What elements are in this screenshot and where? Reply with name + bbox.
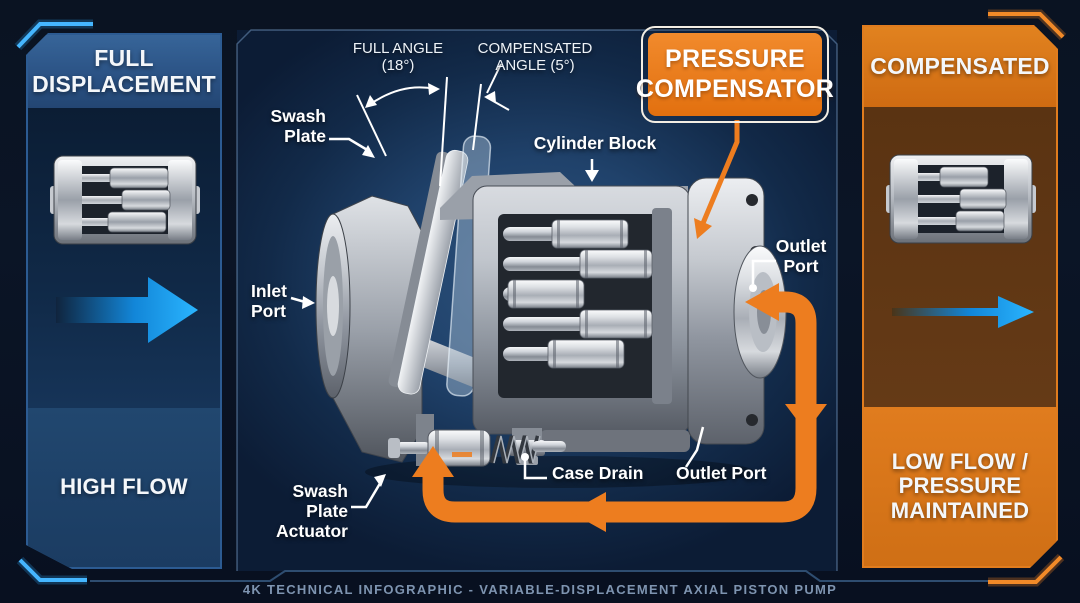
callout-line1: PRESSURE	[665, 45, 805, 73]
case-drain-label: Case Drain	[552, 463, 644, 483]
reference-line	[439, 76, 448, 187]
angle-arc	[368, 86, 436, 106]
center-panel-border	[90, 29, 992, 582]
flow-arrowhead-left	[570, 492, 606, 532]
compensated-footer: LOW FLOW / PRESSURE MAINTAINED	[864, 407, 1056, 566]
swash-plate-label: Swash Plate	[256, 106, 326, 146]
angle-marks	[356, 63, 510, 187]
compensated-angle-line	[472, 83, 482, 151]
callout-line2: COMPENSATOR	[635, 74, 835, 103]
compensated-connector-line	[486, 63, 502, 94]
inlet-port-text-1: Inlet	[251, 281, 287, 301]
full-displacement-header: FULL DISPLACEMENT	[28, 35, 220, 108]
piston-pump-compensated-icon	[886, 149, 1036, 249]
full-displacement-footer: HIGH FLOW	[28, 408, 220, 567]
full-angle-label: FULL ANGLE (18°)	[342, 40, 454, 75]
pressure-flow-path	[412, 283, 827, 532]
high-flow-status: HIGH FLOW	[60, 474, 188, 500]
leader-lines	[290, 137, 776, 509]
case-drain-leader	[523, 459, 547, 480]
inlet-port-text-2: Port	[251, 301, 286, 322]
full-angle-text: FULL ANGLE	[352, 40, 444, 57]
corner-accent-bottom-left	[16, 556, 87, 585]
pump-illustration	[315, 135, 787, 488]
footer-caption: 4K TECHNICAL INFOGRAPHIC - VARIABLE-DISP…	[242, 582, 838, 597]
swash-plate-text-1: Swash	[270, 106, 326, 126]
full-displacement-title: FULL DISPLACEMENT	[32, 44, 216, 97]
compensated-angle-value: ANGLE (5°)	[495, 57, 575, 75]
outlet-side-leader	[751, 259, 776, 284]
swash-plate-text-2: Plate	[284, 126, 326, 147]
compensated-panel: COMPENSATED	[862, 25, 1058, 568]
pressure-compensator-box: PRESSURE COMPENSATOR	[636, 33, 834, 116]
compensator-pointer	[694, 120, 740, 239]
full-displacement-body	[28, 108, 220, 408]
low-flow-arrow-icon	[886, 292, 1036, 332]
actuator-leader	[351, 479, 384, 509]
compensated-angle-label: COMPENSATED ANGLE (5°)	[476, 40, 594, 75]
pressure-compensator-callout: PRESSURE COMPENSATOR	[636, 26, 834, 123]
outlet-port-side-label: Outlet Port	[770, 236, 832, 276]
corner-accent-bottom-right	[988, 553, 1065, 587]
swash-plate-leader	[329, 137, 370, 153]
outlet-port-side-text-1: Outlet	[775, 236, 827, 256]
swash-plate-actuator-label: Swash Plate Actuator	[248, 481, 348, 541]
compensated-title: COMPENSATED	[870, 53, 1050, 80]
outlet-port-side-text-2: Port	[783, 256, 819, 277]
flow-arrowhead-up	[412, 446, 454, 477]
leader-arrowheads	[302, 83, 757, 487]
compensated-body	[864, 107, 1056, 407]
flow-arrowhead-outlet	[745, 283, 779, 321]
high-flow-arrow-icon	[50, 271, 200, 349]
actuator-text-2: Actuator	[276, 521, 348, 542]
full-angle-value: (18°)	[381, 57, 415, 75]
inlet-port-label: Inlet Port	[251, 281, 311, 321]
full-displacement-panel: FULL DISPLACEMENT	[26, 33, 222, 569]
low-flow-status: LOW FLOW / PRESSURE MAINTAINED	[890, 448, 1030, 523]
corner-accent-top-right	[988, 9, 1067, 41]
compensated-angle-text: COMPENSATED	[477, 40, 593, 57]
flow-arrowhead-down	[785, 404, 827, 432]
actuator-text-1: Swash Plate	[292, 481, 348, 522]
piston-pump-full-icon	[50, 150, 200, 250]
corner-accent-top-left	[14, 19, 93, 51]
compensated-header: COMPENSATED	[864, 27, 1056, 107]
outlet-port-bottom-label: Outlet Port	[676, 463, 767, 483]
outlet-bottom-leader	[684, 426, 705, 468]
full-angle-line	[356, 94, 387, 157]
cylinder-block-label: Cylinder Block	[533, 133, 657, 153]
pistons	[503, 219, 653, 369]
